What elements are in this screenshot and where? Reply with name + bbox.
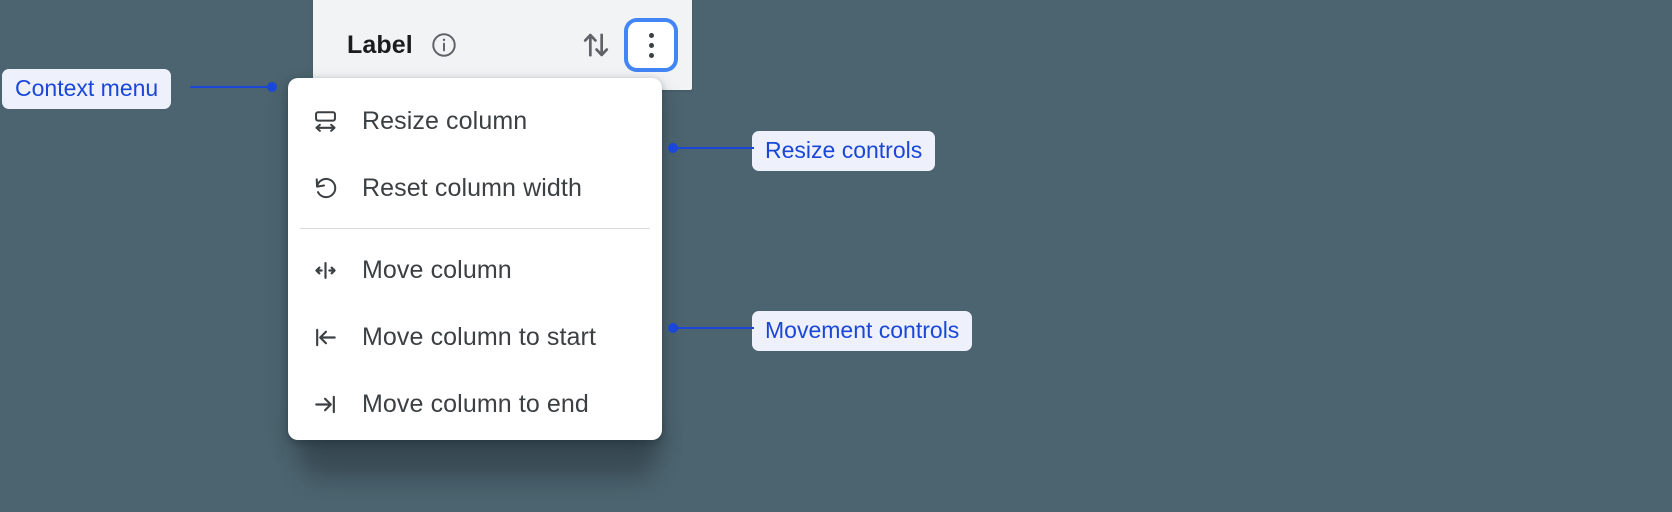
move-to-start-icon <box>310 323 340 353</box>
column-header-card: Label <box>313 0 692 90</box>
move-to-end-icon <box>310 390 340 420</box>
menu-item-reset-column-width[interactable]: Reset column width <box>288 155 662 222</box>
kebab-vertical-icon <box>648 32 654 38</box>
annotation-leader-line <box>672 147 754 149</box>
menu-item-label: Move column to end <box>362 390 589 418</box>
context-menu: Resize column Reset column width Move co… <box>288 78 662 440</box>
menu-item-label: Move column to start <box>362 323 597 351</box>
annotation-resize-controls: Resize controls <box>752 131 936 172</box>
annotation-leader-line <box>190 86 272 88</box>
move-column-icon <box>310 256 340 286</box>
resize-column-icon <box>310 107 340 137</box>
kebab-vertical-icon <box>648 52 654 58</box>
menu-item-move-column-to-start[interactable]: Move column to start <box>288 304 662 371</box>
menu-item-label: Resize column <box>362 107 528 135</box>
column-menu-button[interactable] <box>628 22 674 68</box>
menu-item-label: Reset column width <box>362 174 582 202</box>
annotation-anchor-dot <box>668 143 678 153</box>
annotation-movement-controls: Movement controls <box>752 311 973 352</box>
annotation-context-menu: Context menu <box>2 69 172 110</box>
menu-item-resize-column[interactable]: Resize column <box>288 88 662 155</box>
annotation-anchor-dot <box>668 323 678 333</box>
kebab-vertical-icon <box>648 42 654 48</box>
sort-up-down-icon[interactable] <box>578 27 614 63</box>
annotation-leader-line <box>672 327 754 329</box>
reset-rotate-ccw-icon <box>310 174 340 204</box>
menu-divider <box>300 228 650 229</box>
menu-item-label: Move column <box>362 256 512 284</box>
menu-item-move-column-to-end[interactable]: Move column to end <box>288 371 662 438</box>
menu-item-move-column[interactable]: Move column <box>288 237 662 304</box>
info-circle-icon[interactable] <box>430 31 458 59</box>
page-title: Label <box>347 30 413 59</box>
annotation-anchor-dot <box>267 82 277 92</box>
